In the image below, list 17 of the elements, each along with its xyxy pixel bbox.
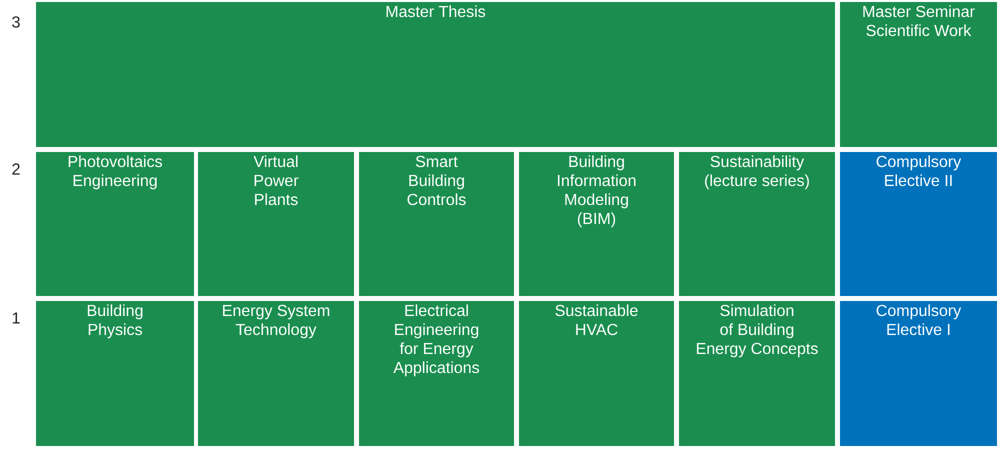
course-box: Photovoltaics Engineering [36,152,194,296]
course-box: Smart Building Controls [359,152,514,296]
course-box: Compulsory Elective II [840,152,997,296]
course-box: Simulation of Building Energy Concepts [679,300,835,446]
course-box: Virtual Power Plants [198,152,354,296]
course-box: Sustainability (lecture series) [679,152,835,296]
course-box: Sustainable HVAC [519,300,674,446]
course-box: Building Information Modeling (BIM) [519,152,674,296]
row-number: 1 [12,312,20,324]
course-box: Building Physics [36,300,194,446]
course-box: Energy System Technology [198,300,354,446]
course-box: Master Seminar Scientific Work [840,2,997,147]
course-box: Compulsory Elective I [840,300,997,446]
course-box: Electrical Engineering for Energy Applications [359,300,514,446]
row-number: 3 [12,16,20,28]
row-number: 2 [12,163,20,175]
course-box: Master Thesis [36,2,835,147]
